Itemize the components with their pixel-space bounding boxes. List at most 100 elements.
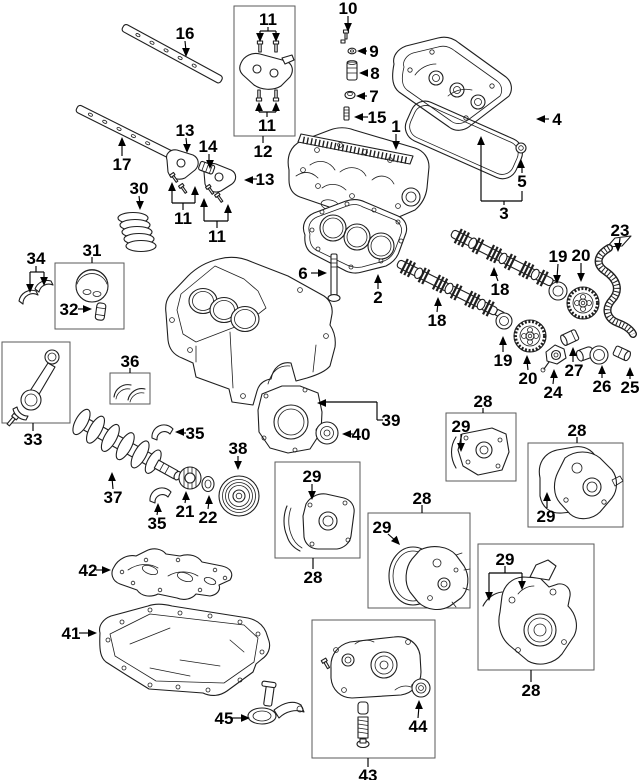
part-number-label: 17 xyxy=(113,155,132,174)
leader-arrowhead xyxy=(200,198,208,207)
part-crankshaft-37 xyxy=(72,408,182,481)
part-number-label: 19 xyxy=(549,247,568,266)
part-connecting-rod-33 xyxy=(6,349,60,427)
leader-arrowhead xyxy=(614,243,622,252)
part-oil-strainer-45 xyxy=(247,680,305,725)
part-cam-sensor-24 xyxy=(540,344,567,373)
callout-1: 1 xyxy=(391,117,401,150)
part-timing-cover-28-right xyxy=(538,446,624,520)
part-head-gasket-2 xyxy=(302,199,408,274)
part-number-label: 10 xyxy=(339,0,358,18)
callout-31: 31 xyxy=(83,241,101,263)
callout-18: 18 xyxy=(490,267,509,299)
part-number-label: 12 xyxy=(254,142,273,161)
part-number-label: 28 xyxy=(304,568,323,587)
part-number-label: 11 xyxy=(208,227,226,246)
part-nut-9 xyxy=(347,47,357,55)
group-box-12 xyxy=(233,5,296,137)
part-number-label: 1 xyxy=(391,117,400,136)
part-number-label: 26 xyxy=(593,377,612,396)
part-number-label: 33 xyxy=(24,430,43,449)
leader-arrowhead xyxy=(224,204,232,213)
part-small-hardware-column xyxy=(340,29,358,121)
part-number-label: 25 xyxy=(621,378,640,397)
leader-arrowhead xyxy=(434,297,442,306)
part-main-bearing-35-lower xyxy=(149,487,172,504)
leader-arrowhead xyxy=(517,159,525,168)
callout-10: 10 xyxy=(339,0,358,32)
callout-11: 11 xyxy=(168,182,199,228)
callout-28: 28 xyxy=(522,670,540,700)
part-number-label: 7 xyxy=(369,87,378,106)
leader-arrowhead xyxy=(477,136,485,145)
part-rocker-arms xyxy=(166,149,237,203)
leader-arrowhead xyxy=(182,48,190,57)
part-number-label: 42 xyxy=(79,561,98,580)
leader-arrowhead xyxy=(569,347,577,356)
leader-arrowhead xyxy=(168,182,176,191)
leader-arrowhead xyxy=(255,102,263,111)
callout-14: 14 xyxy=(199,137,218,169)
callout-28: 28 xyxy=(413,489,432,513)
callout-11: 11 xyxy=(200,198,232,246)
part-number-label: 28 xyxy=(568,421,587,440)
part-number-label: 32 xyxy=(60,300,79,319)
part-engine-block xyxy=(165,256,336,406)
part-number-label: 36 xyxy=(121,352,140,371)
leader-arrowhead xyxy=(118,137,126,146)
part-number-label: 34 xyxy=(27,249,46,268)
part-number-label: 8 xyxy=(370,64,379,83)
part-number-label: 38 xyxy=(229,439,248,458)
leader-arrowhead xyxy=(392,141,400,150)
callout-29: 29 xyxy=(303,467,321,500)
leader-arrowhead xyxy=(342,430,351,438)
leader-arrowhead xyxy=(626,367,634,376)
leader-arrowhead xyxy=(26,284,34,293)
group-box-43 xyxy=(311,619,436,759)
part-number-label: 20 xyxy=(572,246,591,265)
callout-12: 12 xyxy=(254,136,273,161)
callout-35: 35 xyxy=(175,424,204,443)
callout-19: 19 xyxy=(494,336,512,370)
leader-arrowhead xyxy=(182,491,190,500)
callout-11: 11 xyxy=(256,10,280,42)
leader-arrowhead xyxy=(272,102,280,111)
leader-arrowhead xyxy=(543,492,551,501)
part-rocker-shaft-rear xyxy=(75,104,178,161)
group-box-28-right xyxy=(527,442,624,528)
part-number-label: 4 xyxy=(552,110,562,129)
part-number-label: 30 xyxy=(130,179,149,198)
part-number-label: 28 xyxy=(413,489,432,508)
part-grommet-5 xyxy=(515,142,527,154)
part-rod-bearings-34 xyxy=(18,279,54,305)
part-number-label: 18 xyxy=(491,280,510,299)
callout-11: 11 xyxy=(255,102,280,135)
part-rocker-shaft-front xyxy=(121,24,223,84)
part-number-label: 45 xyxy=(215,709,234,728)
part-camshaft-rear-18 xyxy=(396,258,505,319)
leader-arrowhead xyxy=(256,33,264,42)
part-number-label: 6 xyxy=(298,264,307,283)
callout-4: 4 xyxy=(536,110,562,129)
part-rear-seal-plate-39 xyxy=(257,385,323,454)
group-boxes xyxy=(1,5,624,759)
part-number-label: 15 xyxy=(368,108,387,127)
group-box-28-lower-right xyxy=(477,543,595,671)
leader-arrowhead xyxy=(457,443,465,452)
part-ring-22 xyxy=(201,475,215,493)
part-number-label: 2 xyxy=(373,288,382,307)
callout-17: 17 xyxy=(113,137,132,174)
part-plug-25 xyxy=(612,345,631,362)
part-dowel-pin-27 xyxy=(560,329,580,346)
leader-arrowhead xyxy=(272,33,280,42)
part-crank-pulley-38 xyxy=(218,475,260,517)
leader-arrowhead xyxy=(359,69,368,77)
part-number-label: 22 xyxy=(199,508,218,527)
part-cam-seal-19-upper xyxy=(548,281,568,301)
part-seal-7 xyxy=(344,90,356,100)
leader-arrowhead xyxy=(518,581,526,590)
part-number-label: 35 xyxy=(186,424,205,443)
callout-19: 19 xyxy=(549,247,568,284)
